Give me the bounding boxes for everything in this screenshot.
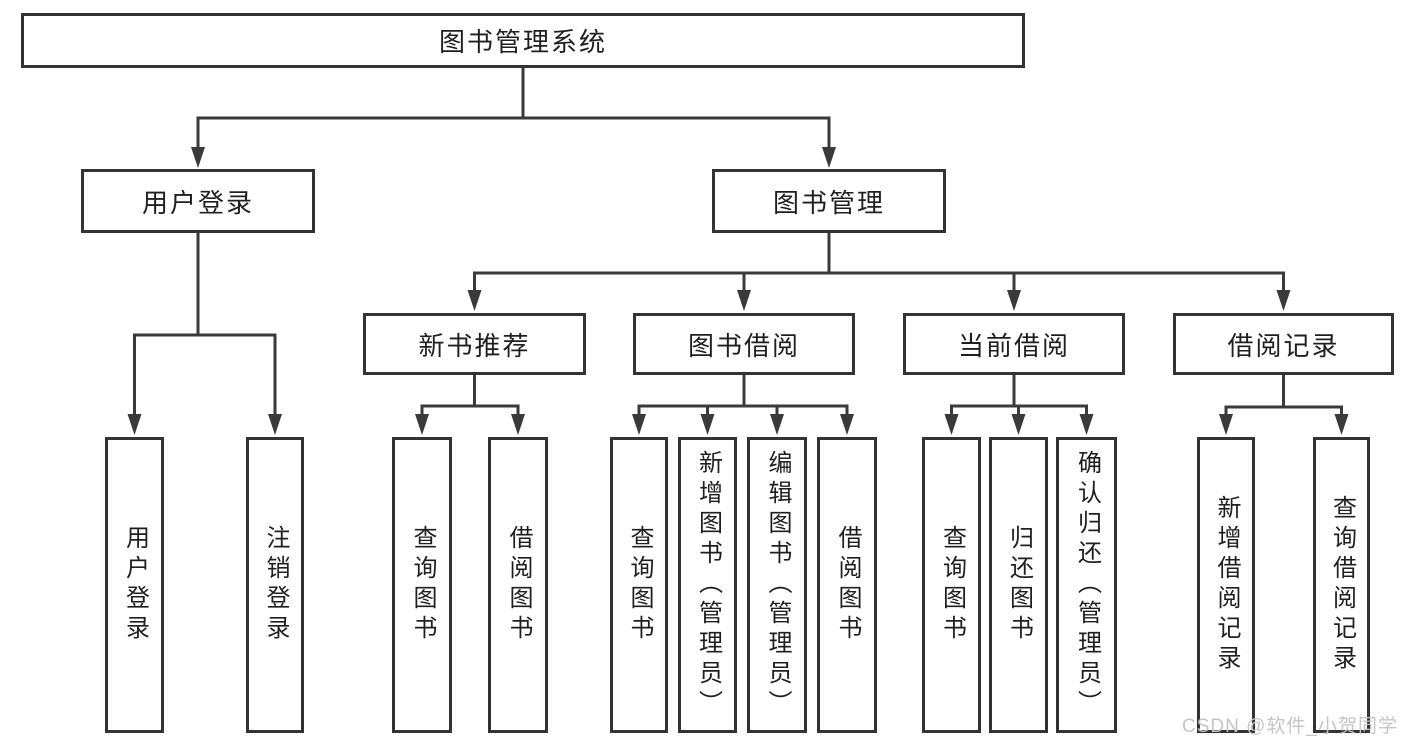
leaf-query-books-borrowing: 查询图书 [610, 437, 668, 733]
leaf-user-login: 用户登录 [105, 437, 164, 733]
node-borrowing-records: 借阅记录 [1173, 313, 1394, 375]
leaf-borrow-books-recommend: 借阅图书 [488, 437, 548, 733]
leaf-add-books-admin: 新增图书（管理员） [678, 437, 737, 733]
leaf-confirm-return-admin: 确认归还（管理员） [1056, 437, 1117, 733]
leaf-logout: 注销登录 [246, 437, 304, 733]
arrowhead-icons [127, 147, 1349, 435]
node-new-book-recommendation: 新书推荐 [363, 313, 586, 375]
leaf-add-borrow-record: 新增借阅记录 [1197, 437, 1255, 733]
node-book-management: 图书管理 [712, 169, 946, 233]
leaf-return-books: 归还图书 [989, 437, 1048, 733]
node-root-system: 图书管理系统 [21, 13, 1025, 68]
node-book-borrowing: 图书借阅 [633, 313, 855, 375]
leaf-query-books-recommend: 查询图书 [392, 437, 452, 733]
csdn-watermark: CSDN @软件_小贺同学 [1182, 716, 1398, 737]
node-current-borrowing: 当前借阅 [903, 313, 1125, 375]
leaf-query-books-current: 查询图书 [922, 437, 981, 733]
leaf-borrow-books: 借阅图书 [817, 437, 877, 733]
leaf-edit-books-admin: 编辑图书（管理员） [747, 437, 807, 733]
node-user-login: 用户登录 [81, 169, 315, 233]
leaf-query-borrow-record: 查询借阅记录 [1313, 437, 1370, 733]
